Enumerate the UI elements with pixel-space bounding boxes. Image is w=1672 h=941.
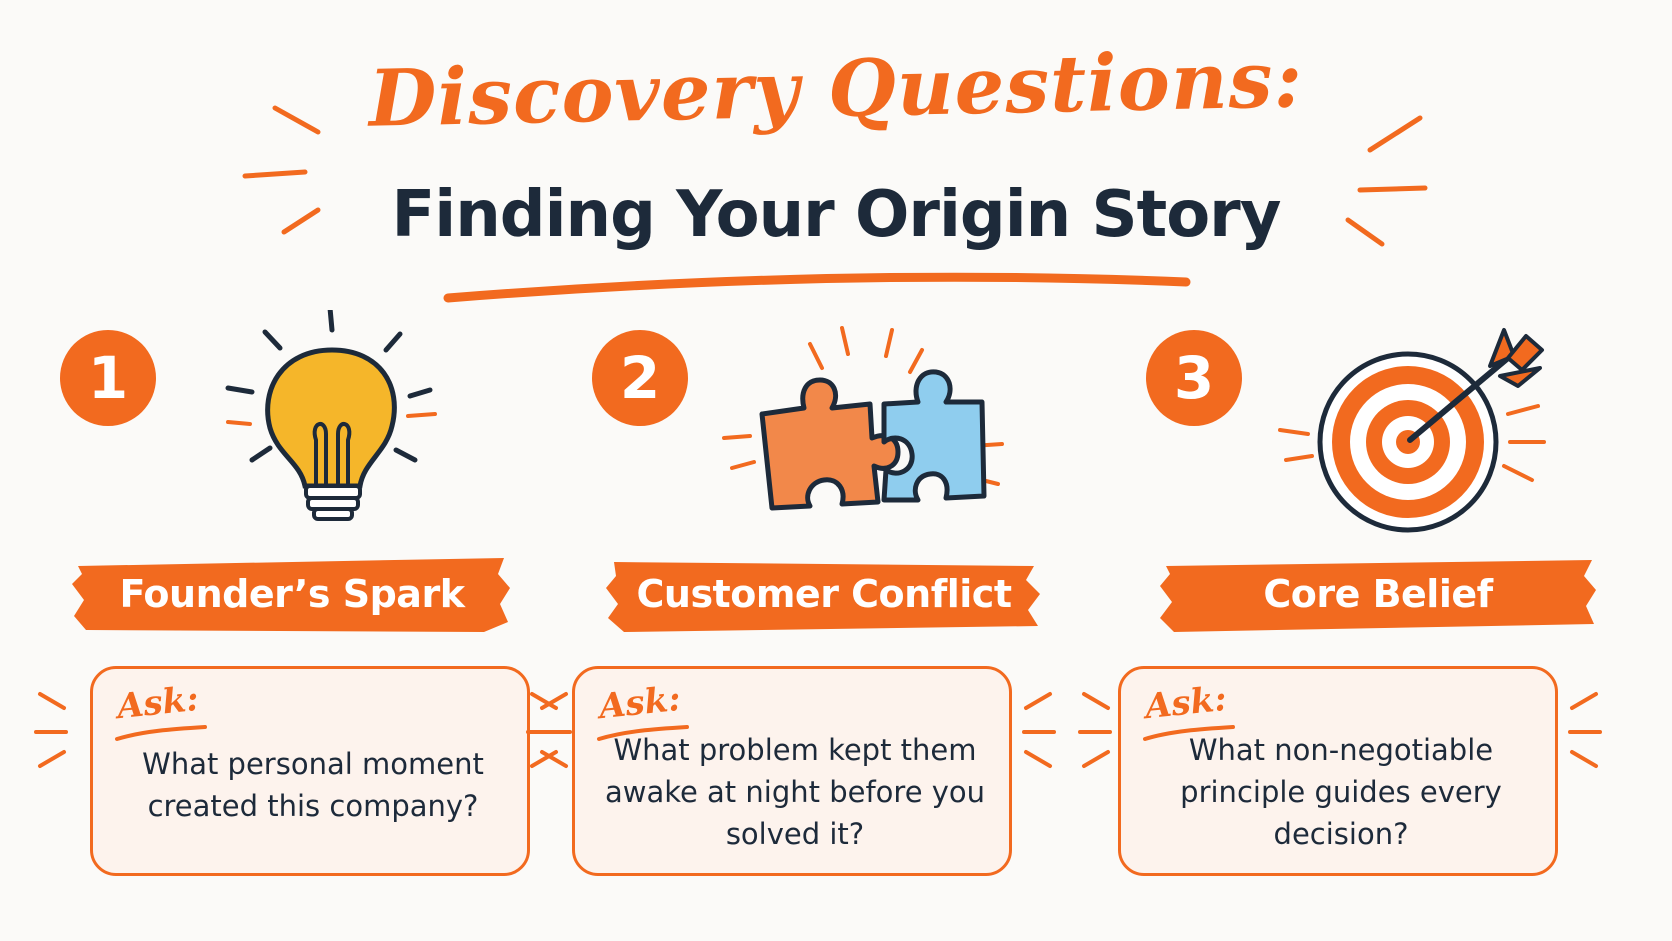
label-founders-spark: Founder’s Spark (119, 572, 465, 616)
card-core-belief: 3 Core Belief (1078, 320, 1606, 920)
number-badge-1: 1 (60, 330, 156, 426)
question-box-3: Ask: What non-negotiable principle guide… (1118, 666, 1558, 876)
lightbulb-icon (225, 310, 437, 521)
number-badge-3: 3 (1146, 330, 1242, 426)
side-ticks-left (34, 692, 68, 768)
question-text: What personal moment created this compan… (142, 747, 484, 823)
header-decoration (242, 105, 1428, 303)
question-box-1: Ask: What personal moment created this c… (90, 666, 530, 876)
ask-label: Ask: (115, 678, 201, 728)
puzzle-icon (722, 326, 1004, 511)
label-customer-conflict: Customer Conflict (636, 572, 1013, 616)
label-banner-3: Core Belief (1158, 552, 1598, 636)
label-core-belief: Core Belief (1263, 572, 1493, 616)
label-banner-1: Founder’s Spark (72, 552, 512, 636)
card-customer-conflict: 2 Customer Conflict Ask: (526, 320, 1056, 920)
question-text: What non-negotiable principle guides eve… (1180, 733, 1502, 851)
ask-label: Ask: (597, 678, 683, 728)
side-ticks-right (1022, 692, 1056, 768)
page-subtitle: Finding Your Origin Story (391, 178, 1282, 252)
side-ticks-left (1078, 692, 1112, 768)
question-box-2: Ask: What problem kept them awake at nig… (572, 666, 1012, 876)
label-banner-2: Customer Conflict (604, 552, 1044, 636)
target-icon (1278, 328, 1546, 533)
title-underline (443, 272, 1191, 303)
side-ticks-left (526, 692, 560, 768)
ask-label: Ask: (1143, 678, 1229, 728)
question-text: What problem kept them awake at night be… (604, 733, 986, 851)
side-ticks-right (1568, 692, 1602, 768)
card-founders-spark: 1 Founder’ (34, 310, 572, 920)
number-badge-2: 2 (592, 330, 688, 426)
